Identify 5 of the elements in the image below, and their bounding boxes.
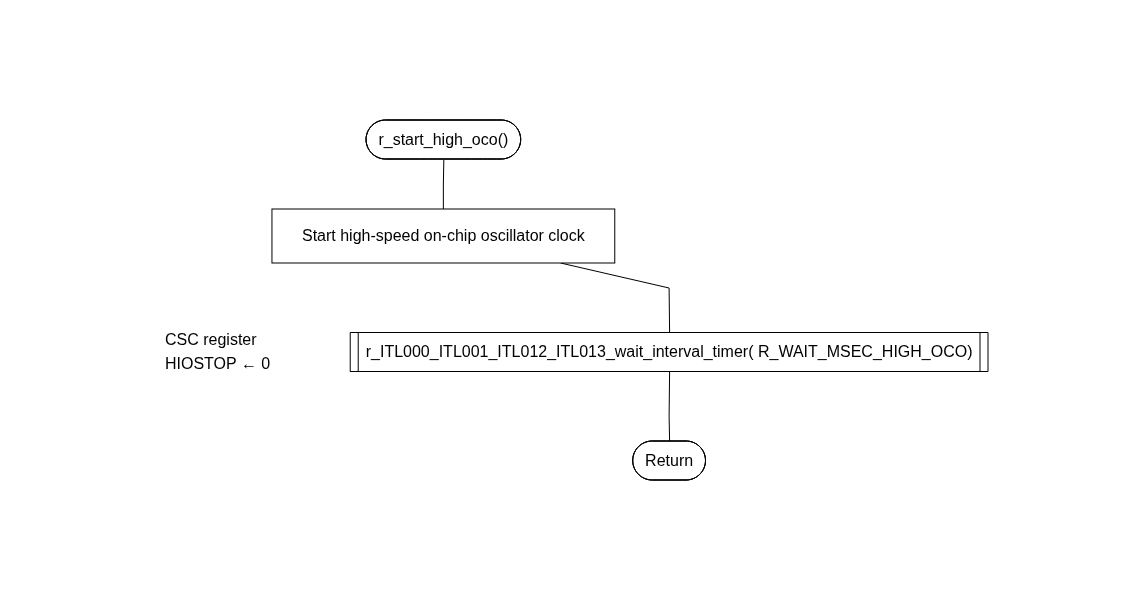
node-box: Start high-speed on-chip oscillator clock (271, 208, 616, 263)
connector (442, 158, 445, 209)
node-label: HIOSTOP ← 0 (165, 354, 271, 372)
node-label: CSC register (165, 330, 257, 348)
connector (668, 371, 671, 442)
